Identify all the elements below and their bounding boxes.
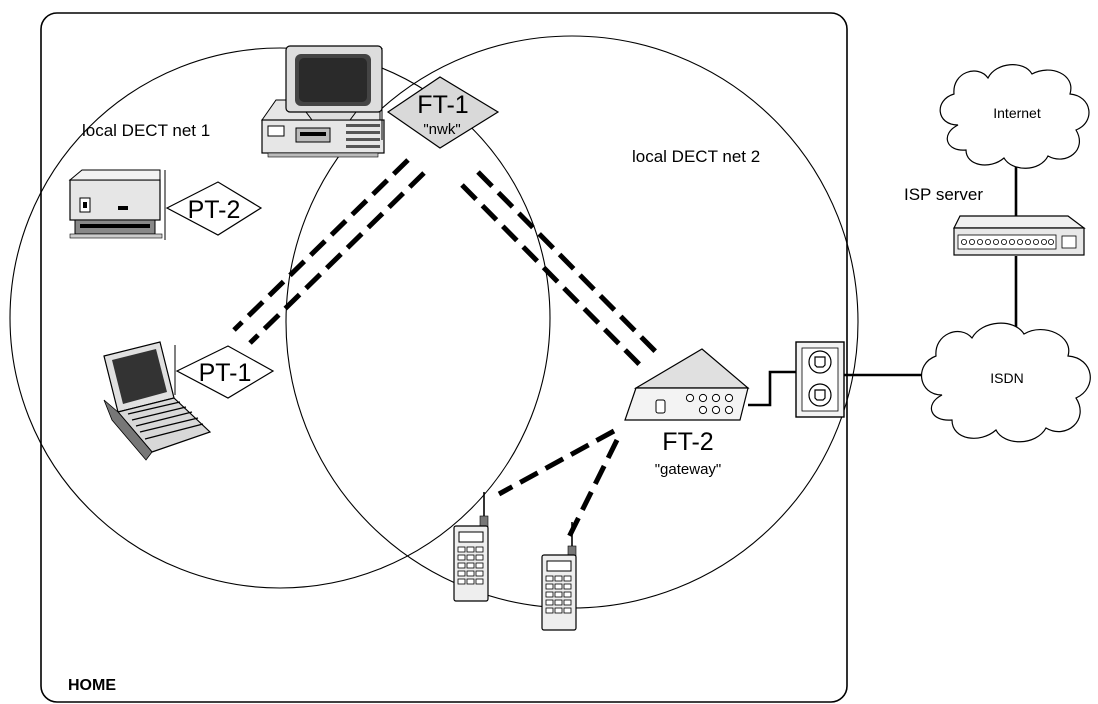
isp-server-icon: [953, 215, 1086, 256]
pt1-node: PT-1: [175, 345, 275, 399]
gateway-to-socket-cable: [748, 370, 797, 407]
laptop-icon: [103, 341, 212, 461]
radio-link-ft1-pt1: [232, 158, 426, 345]
ft1-diamond: [386, 76, 500, 149]
ft2-sub: "gateway": [655, 461, 722, 478]
home-boundary: [40, 12, 848, 703]
pt1-diamond: [175, 345, 275, 399]
radio-link-ft2-handset1: [497, 428, 616, 497]
ft1-node: FT-1 "nwk": [386, 76, 500, 149]
printer-icon: [68, 169, 166, 240]
net1-label: local DECT net 1: [82, 121, 210, 140]
pt2-node: PT-2: [165, 181, 263, 236]
handset-icon: [453, 492, 489, 602]
dect-net1-circle: [9, 47, 551, 589]
radio-link-ft2-handset2: [566, 438, 620, 539]
handset-icon: [541, 522, 577, 631]
internet-cloud-icon: [939, 64, 1090, 169]
net2-label: local DECT net 2: [632, 147, 760, 166]
ft1-name: FT-1: [417, 91, 468, 119]
dect-gateway-icon: [624, 348, 750, 421]
ft2-name: FT-2: [662, 428, 713, 456]
isdn-cloud-icon: [920, 322, 1091, 443]
home-label: HOME: [68, 677, 116, 694]
ft1-sub: "nwk": [423, 121, 460, 138]
isp-server-label: ISP server: [904, 185, 983, 204]
desktop-computer-icon: [261, 45, 385, 158]
pt2-diamond: [165, 181, 263, 236]
pt1-name: PT-1: [199, 359, 252, 387]
internet-label: Internet: [993, 105, 1041, 121]
wall-socket-icon: [795, 341, 845, 418]
isdn-label: ISDN: [990, 370, 1023, 386]
pt2-name: PT-2: [188, 196, 241, 224]
radio-link-ft1-ft2: [460, 170, 658, 367]
